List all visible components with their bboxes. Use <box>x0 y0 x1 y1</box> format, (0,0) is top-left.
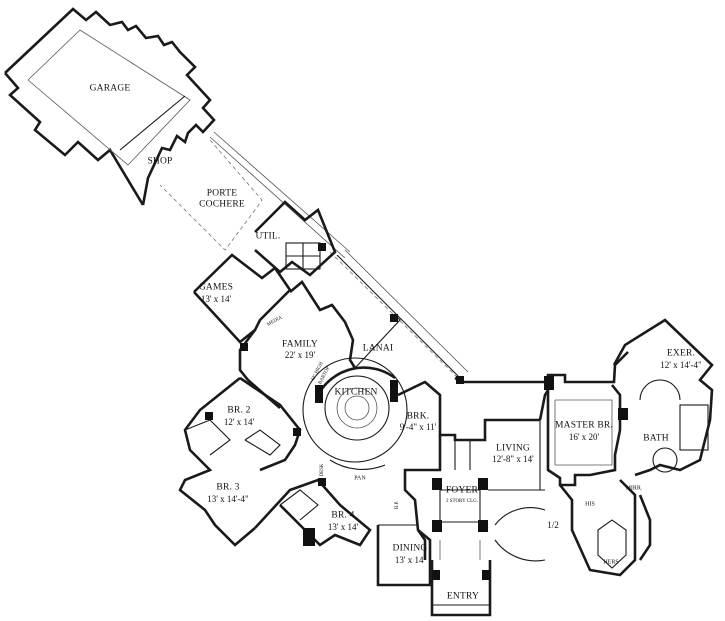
mirr-label: MIRR. <box>625 485 643 492</box>
family-dimensions: 22' x 19' <box>284 349 316 360</box>
garage-label: GARAGE <box>89 83 131 94</box>
util-walls <box>254 200 337 277</box>
pan-label: PAN <box>354 475 366 482</box>
shop-label: SHOP <box>147 156 173 167</box>
foyer-label: FOYER <box>445 485 479 496</box>
games-dimensions: 13' x 14' <box>200 293 232 304</box>
garage-walls <box>4 7 216 206</box>
hers-label: HERS <box>603 559 619 566</box>
master-wing-walls <box>546 318 714 577</box>
br3-dimensions: 13' x 14'-4" <box>207 493 249 504</box>
foyer-ceiling-note: 2 STORY CLG. <box>445 499 479 505</box>
porte-cochere-label-line2: COCHERE <box>199 199 245 210</box>
brk-label: BRK. <box>406 411 430 422</box>
half-bath-label: 1/2 <box>547 519 559 530</box>
his-label: HIS <box>585 501 595 508</box>
games-label: GAMES <box>198 282 234 293</box>
master-br-dimensions: 16' x 20' <box>568 431 600 442</box>
master-br-label: MASTER BR. <box>555 420 613 431</box>
br2-label: BR. 2 <box>227 405 251 416</box>
br2-dimensions: 12' x 14' <box>223 416 255 427</box>
living-dimensions: 12'-8" x 14' <box>492 453 534 464</box>
dining-label: DINING <box>392 543 428 554</box>
porte-cochere-label-line1: PORTE <box>206 188 238 199</box>
brk-living-walls <box>397 380 550 562</box>
desk-label: DESK <box>320 463 326 477</box>
br4-label: BR. 4 <box>331 510 355 521</box>
kitchen-label: KITCHEN <box>334 387 378 398</box>
entry-label: ENTRY <box>446 591 480 602</box>
util-label: UTIL. <box>255 231 281 242</box>
br3-label: BR. 3 <box>216 482 240 493</box>
exer-dimensions: 12' x 14'-4" <box>660 359 702 370</box>
bath-label: BATH <box>643 433 669 444</box>
exer-label: EXER. <box>666 348 696 359</box>
bp-label: B.P. <box>395 500 401 510</box>
living-label: LIVING <box>496 443 530 454</box>
brk-dimensions: 9'-4" x 11' <box>399 421 437 432</box>
lanai-label: LANAI <box>362 343 394 354</box>
games-walls <box>193 253 292 344</box>
dining-dimensions: 13' x 14' <box>394 554 426 565</box>
bedroom-wing-walls <box>178 343 372 547</box>
family-label: FAMILY <box>282 339 318 350</box>
br4-dimensions: 13' x 14' <box>327 521 359 532</box>
dining-entry-walls <box>376 524 492 617</box>
lanai-walls <box>354 314 629 390</box>
